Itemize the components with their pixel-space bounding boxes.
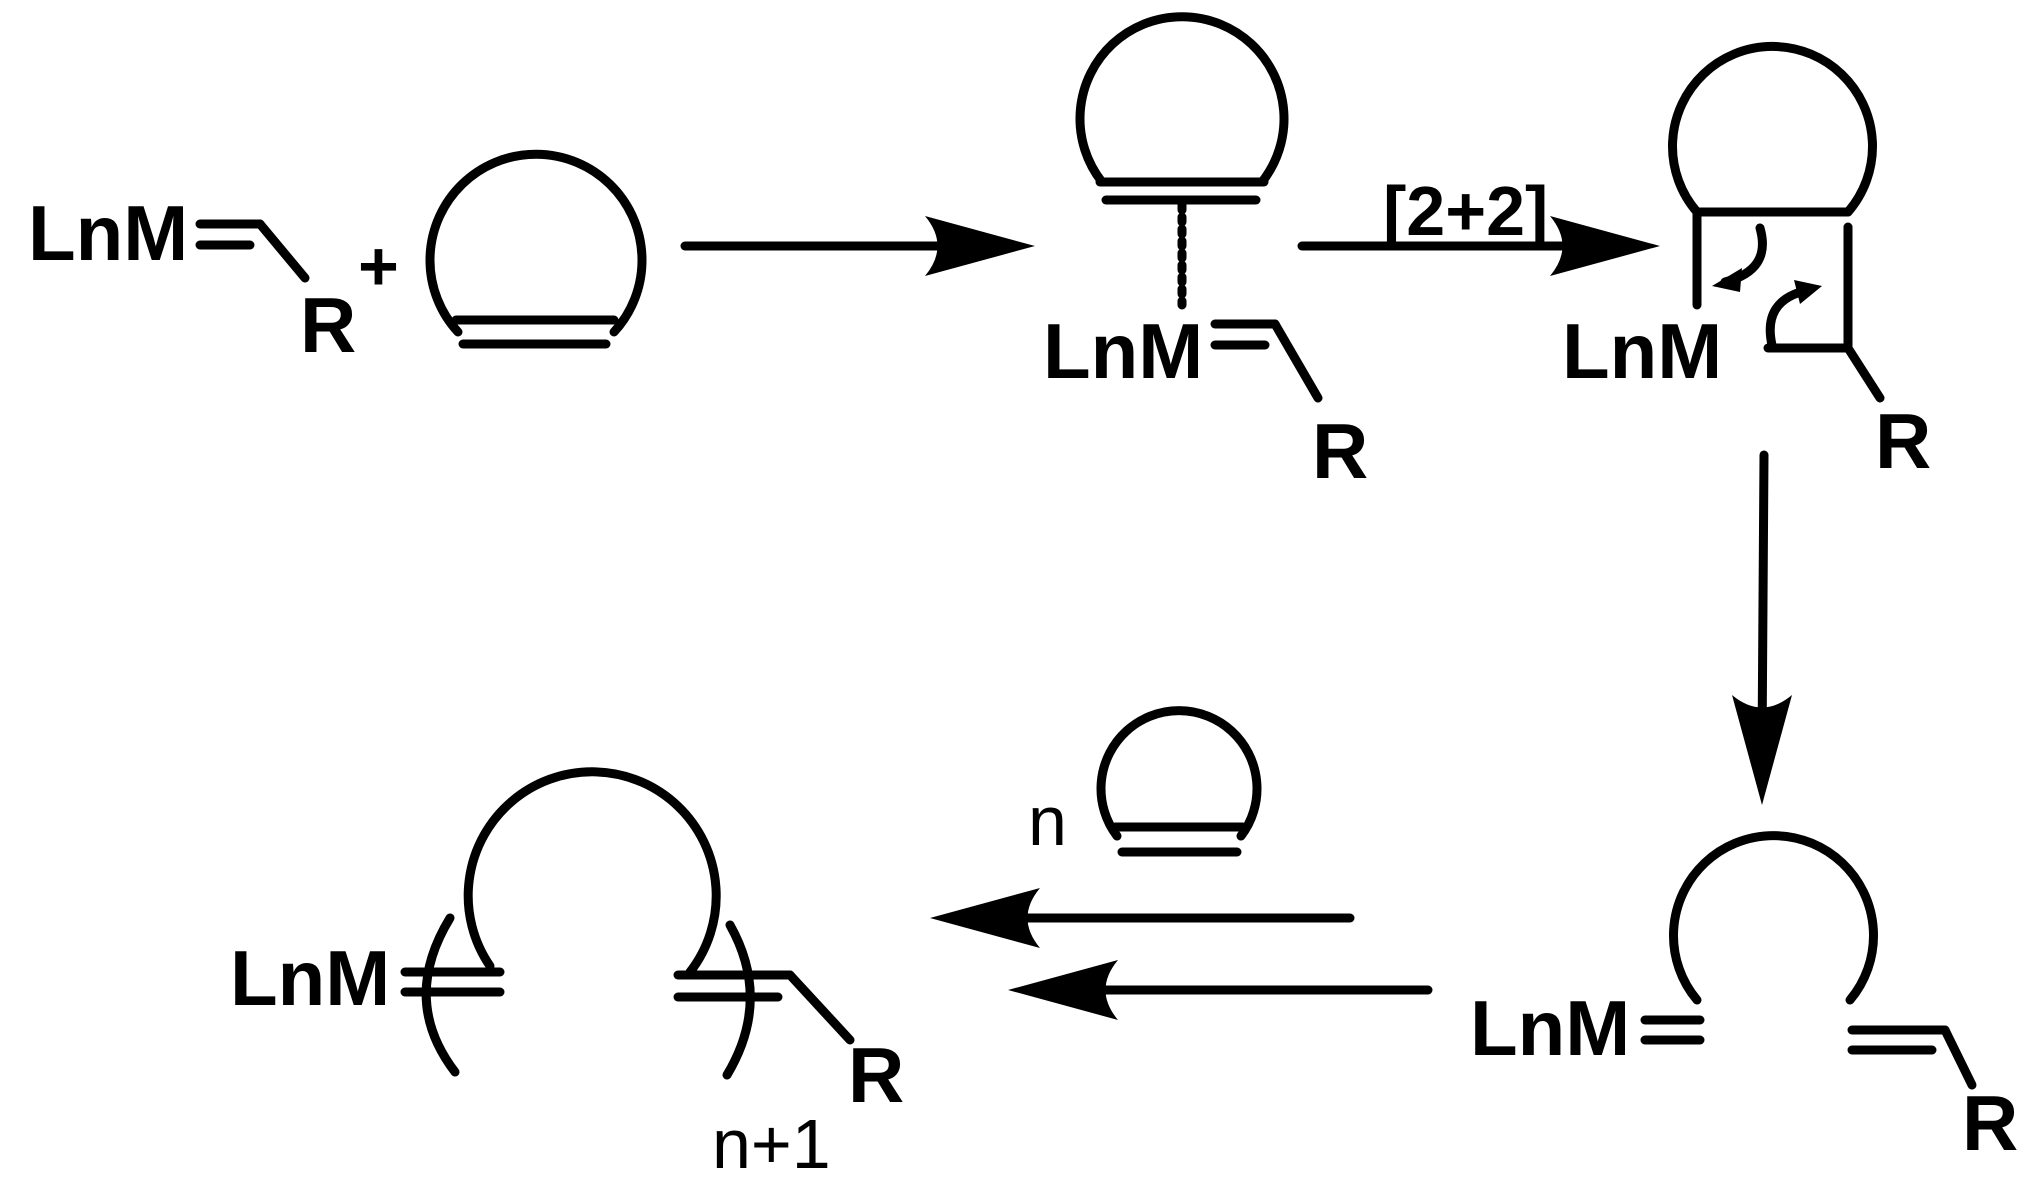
reactant-metal-carbene: LnM R: [28, 189, 356, 369]
arrow-1-head: [925, 216, 1035, 276]
polymer-product: LnM R n+1: [230, 767, 904, 1183]
arrow-5-head: [1008, 960, 1118, 1020]
polymer-substituent-bond: [785, 970, 855, 1045]
n-plus-1-label: n+1: [712, 1105, 831, 1183]
pi-complex: LnM R: [1043, 12, 1368, 495]
monomer-equivalents: n: [1028, 706, 1262, 860]
r-label-3: R: [1875, 397, 1931, 485]
arrow-4: [930, 888, 1355, 948]
arrow-2: [2+2]: [1297, 172, 1660, 276]
electron-arrow-1-head: [1712, 268, 1742, 292]
electron-arrow-2-head: [1794, 280, 1822, 304]
arrow-5: [1008, 960, 1433, 1020]
metallacyclobutane: LnM R: [1562, 42, 1931, 485]
arrow-1: [680, 216, 1035, 276]
complex-substituent-bond: [1270, 319, 1323, 403]
ring-arc-1: [425, 149, 647, 337]
ring-opened-carbene: LnM R: [1470, 831, 2018, 1167]
r-label-5: R: [848, 1031, 904, 1119]
cycloaddition-label: [2+2]: [1383, 172, 1548, 250]
cyclobutane-substituent-bond: [1843, 343, 1885, 403]
repeat-bracket-left: [421, 913, 460, 1077]
plus-sign: +: [358, 227, 399, 305]
r-label-2: R: [1312, 407, 1368, 495]
arrow-2-head: [1550, 216, 1660, 276]
lnm-label-3: LnM: [1562, 307, 1722, 395]
lnm-label-2: LnM: [1043, 307, 1203, 395]
cyclic-olefin-monomer: [425, 149, 647, 349]
arrow-4-head: [930, 888, 1040, 948]
arrow-3-head: [1732, 695, 1792, 805]
ring-arc-4: [1669, 831, 1878, 1005]
lnm-label-1: LnM: [28, 189, 188, 277]
ring-arc-5: [1096, 706, 1262, 841]
n-label: n: [1028, 782, 1067, 860]
lnm-label-5: LnM: [230, 934, 390, 1022]
arrow-3: [1732, 450, 1792, 805]
polymer-backbone-arc: [463, 767, 721, 977]
ring-arc-3: [1668, 42, 1877, 217]
r-label-4: R: [1962, 1079, 2018, 1167]
electron-arrow-1: [1720, 223, 1767, 287]
arrow-3-shaft: [1757, 450, 1769, 755]
carbene-substituent-bond: [255, 219, 310, 283]
ring-arc-2: [1075, 12, 1289, 187]
lnm-label-4: LnM: [1470, 984, 1630, 1072]
r-label-1: R: [300, 281, 356, 369]
terminal-substituent-bond: [1940, 1025, 1977, 1090]
